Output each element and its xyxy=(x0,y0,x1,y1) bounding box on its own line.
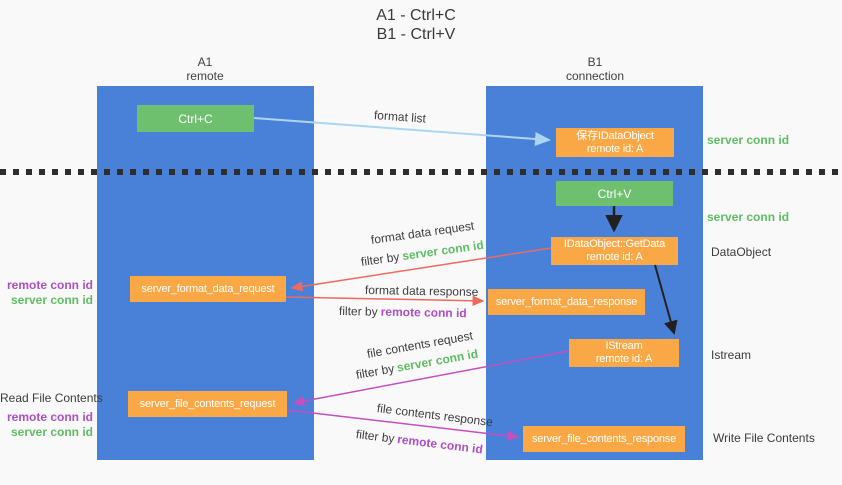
save-idataobject-line1: 保存IDataObject xyxy=(576,129,654,142)
left-read-file-annotations: Read File Contents remote conn id server… xyxy=(0,391,103,440)
file-contents-response-arrow xyxy=(286,409,520,441)
format-data-response-label: format data response xyxy=(364,283,479,299)
getdata-line2: remote id: A xyxy=(586,251,643,263)
server-format-data-request-node: server_format_data_request xyxy=(130,276,286,302)
file-contents-request-arrow xyxy=(292,350,570,407)
lane-header-a1: A1 remote xyxy=(155,55,255,83)
left-conn-id-annotations-1: remote conn id server conn id xyxy=(0,278,93,308)
ctrl-c-label: Ctrl+C xyxy=(178,111,213,126)
save-idataobject-line2: remote id: A xyxy=(586,142,644,155)
dataobject-annotation: DataObject xyxy=(711,245,772,259)
server-conn-id-annotation-top: server conn id xyxy=(707,133,790,147)
ctrl-c-node: Ctrl+C xyxy=(137,105,254,132)
lane-b1-role: connection xyxy=(565,69,625,83)
server-format-data-response-label: server_format_data_response xyxy=(495,295,638,308)
title-line-2: B1 - Ctrl+V xyxy=(376,26,456,43)
server-conn-id-annotation: server conn id xyxy=(10,293,93,307)
server-file-contents-response-node: server_file_contents_response xyxy=(523,426,685,452)
server-file-contents-request-node: server_file_contents_request xyxy=(128,391,287,417)
istream-annotation: Istream xyxy=(711,348,752,362)
idataobject-getdata-node: IDataObject::GetData remote id: A xyxy=(551,237,678,265)
lane-header-b1: B1 connection xyxy=(545,55,645,83)
remote-conn-id-key: remote conn id xyxy=(380,304,467,321)
server-conn-id-annotation: server conn id xyxy=(10,425,93,439)
ctrl-v-label: Ctrl+V xyxy=(597,186,632,201)
istream-line2: remote id: A xyxy=(595,353,653,365)
istream-node: IStream remote id: A xyxy=(569,339,679,367)
phase-divider-dotted-line xyxy=(0,169,842,175)
format-list-arrow xyxy=(253,117,551,146)
title-line-1: A1 - Ctrl+C xyxy=(376,7,456,24)
istream-line1: IStream xyxy=(605,340,643,352)
ctrl-v-node: Ctrl+V xyxy=(556,181,673,206)
remote-conn-id-annotation: remote conn id xyxy=(6,410,93,424)
format-data-request-arrow xyxy=(290,247,552,292)
save-idataobject-node: 保存IDataObject remote id: A xyxy=(556,128,674,157)
server-file-contents-request-label: server_file_contents_request xyxy=(139,397,276,410)
remote-conn-id-annotation: remote conn id xyxy=(6,278,93,292)
lane-b1-name: B1 xyxy=(587,55,603,69)
server-format-data-response-node: server_format_data_response xyxy=(488,289,645,315)
getdata-line1: IDataObject::GetData xyxy=(563,238,666,250)
lane-a1-role: remote xyxy=(186,69,224,83)
filter-by-text: filter by xyxy=(338,304,378,319)
read-file-contents-annotation: Read File Contents xyxy=(0,391,103,405)
format-data-response-arrow xyxy=(285,295,485,307)
server-conn-id-annotation-mid: server conn id xyxy=(707,210,790,224)
diagram-title: A1 - Ctrl+C B1 - Ctrl+V xyxy=(296,6,536,44)
lane-a1-name: A1 xyxy=(197,55,213,69)
server-format-data-request-label: server_format_data_request xyxy=(141,282,275,295)
getdata-to-istream-arrow xyxy=(654,264,678,335)
server-file-contents-response-label: server_file_contents_response xyxy=(531,432,676,445)
write-file-contents-annotation: Write File Contents xyxy=(713,431,815,445)
